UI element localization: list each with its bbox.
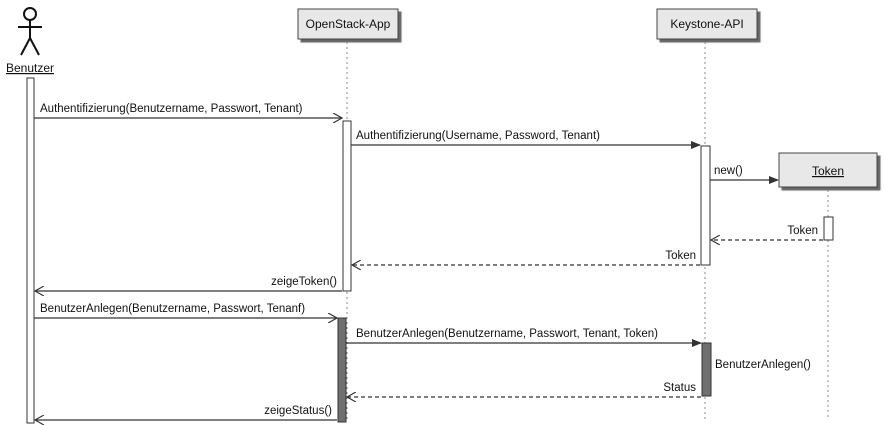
participant-label-app: OpenStack-App [306, 17, 391, 31]
activation-app-2 [337, 317, 347, 423]
message-return-token-2: Token [352, 250, 700, 265]
actor-benutzer: Benutzer [6, 7, 54, 75]
message-zeige-token: zeigeToken() [35, 276, 342, 291]
message-label: zeigeStatus() [264, 405, 332, 417]
message-return-status: Status [347, 382, 701, 397]
message-benutzer-anlegen-2: BenutzerAnlegen(Benutzername, Passwort, … [346, 328, 702, 347]
message-label: Token [665, 250, 696, 262]
message-authentifizierung-2: Authentifizierung(Username, Password, Te… [351, 130, 701, 149]
activation-app-1 [342, 120, 352, 292]
message-label: Token [787, 225, 818, 237]
message-label: BenutzerAnlegen(Benutzername, Passwort, … [356, 328, 658, 340]
participant-keystone-api: Keystone-API [656, 8, 758, 40]
activation-actor [26, 77, 35, 424]
message-return-token-1: Token [711, 225, 823, 240]
participant-label-api: Keystone-API [670, 17, 743, 31]
activation-api-1 [700, 145, 711, 266]
self-call-benutzer-anlegen: BenutzerAnlegen() [715, 359, 811, 371]
message-new: new() [710, 165, 779, 184]
message-label: Authentifizierung(Benutzername, Passwort… [40, 103, 303, 115]
participant-label-token: Token [812, 164, 844, 178]
activation-token [823, 216, 834, 241]
message-label: BenutzerAnlegen(Benutzername, Passwort, … [40, 303, 305, 315]
message-label: zeigeToken() [271, 276, 337, 288]
activation-api-2 [701, 342, 712, 397]
message-benutzer-anlegen-1: BenutzerAnlegen(Benutzername, Passwort, … [34, 303, 337, 318]
stick-figure-icon [18, 7, 42, 56]
message-label: Authentifizierung(Username, Password, Te… [356, 130, 600, 142]
message-label: new() [714, 165, 743, 177]
message-label: Status [663, 382, 696, 394]
participant-openstack-app: OpenStack-App [297, 8, 399, 40]
participant-token: Token [778, 152, 878, 188]
actor-label: Benutzer [6, 61, 54, 75]
message-authentifizierung-1: Authentifizierung(Benutzername, Passwort… [34, 103, 342, 118]
message-zeige-status: zeigeStatus() [35, 405, 337, 420]
